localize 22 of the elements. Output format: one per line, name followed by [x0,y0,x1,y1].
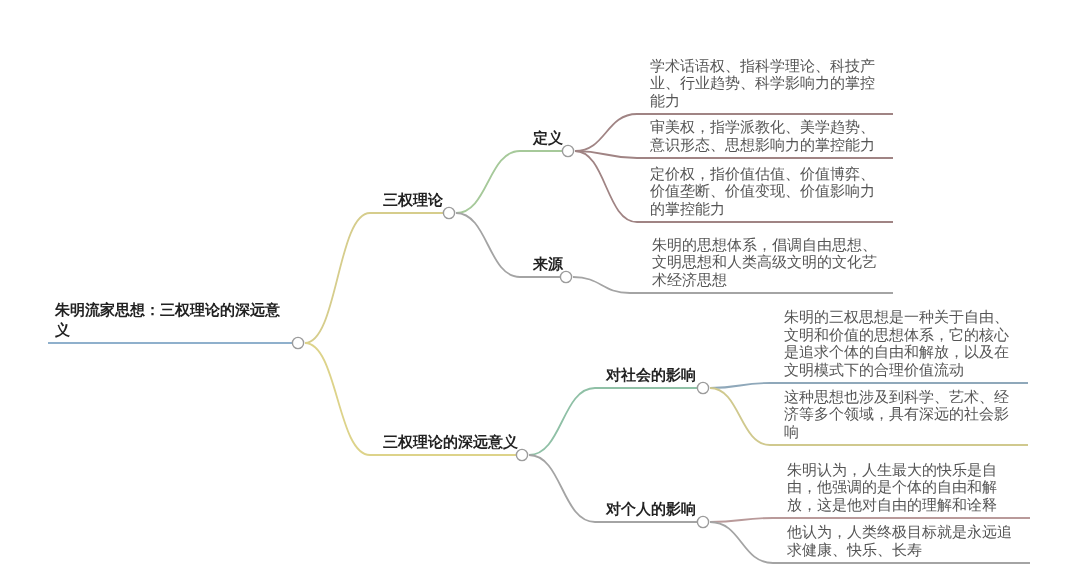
connector-line [455,212,521,278]
connector-line [572,276,631,294]
connector-line [528,454,596,523]
leaf-topic: 朱明的思想体系，倡调自由思想、文明思想和人类高级文明的文化艺术经济思想 [630,236,893,294]
topic-text: 对个人的影响 [606,500,697,519]
topic-text: 朱明流家思想：三权理论的深远意义 [55,300,281,340]
connector-line [709,387,771,446]
leaf-topic: 朱明的三权思想是一种关于自由、文明和价值的思想体系，它的核心是追求个体的自由和解放，以及在文明模式下的合理价值流动 [770,309,1028,384]
topic-text: 三权理论的深远意义 [383,433,519,452]
topic-text: 定义 [533,129,564,148]
topic-text: 三权理论 [383,191,444,210]
leaf-topic: 他认为，人类终极目标就是永远追求健康、快乐、长寿 [773,524,1030,564]
connector-line [574,150,638,223]
connector-line [304,342,371,456]
connector-line [709,521,774,564]
leaf-topic: 定价权，指价值估值、价值博弈、价值垄断、价值变现、价值影响力的掌控能力 [637,165,893,223]
leaf-topic: 学术话语权、指科学理论、科技产业、行业趋势、科学影响力的掌控能力 [637,57,893,115]
topic-text: 来源 [533,255,564,274]
leaf-topic: 审美权，指学派教化、美学趋势、意识形态、思想影响力的掌控能力 [637,119,893,159]
leaf-topic: 这种思想也涉及到科学、艺术、经济等多个领域，具有深远的社会影响 [770,388,1028,446]
topic-text: 对社会的影响 [606,366,697,385]
leaf-topic: 朱明认为，人生最大的快乐是自由，他强调的是个体的自由和解放，这是他对自由的理解和诠释 [773,461,1030,519]
